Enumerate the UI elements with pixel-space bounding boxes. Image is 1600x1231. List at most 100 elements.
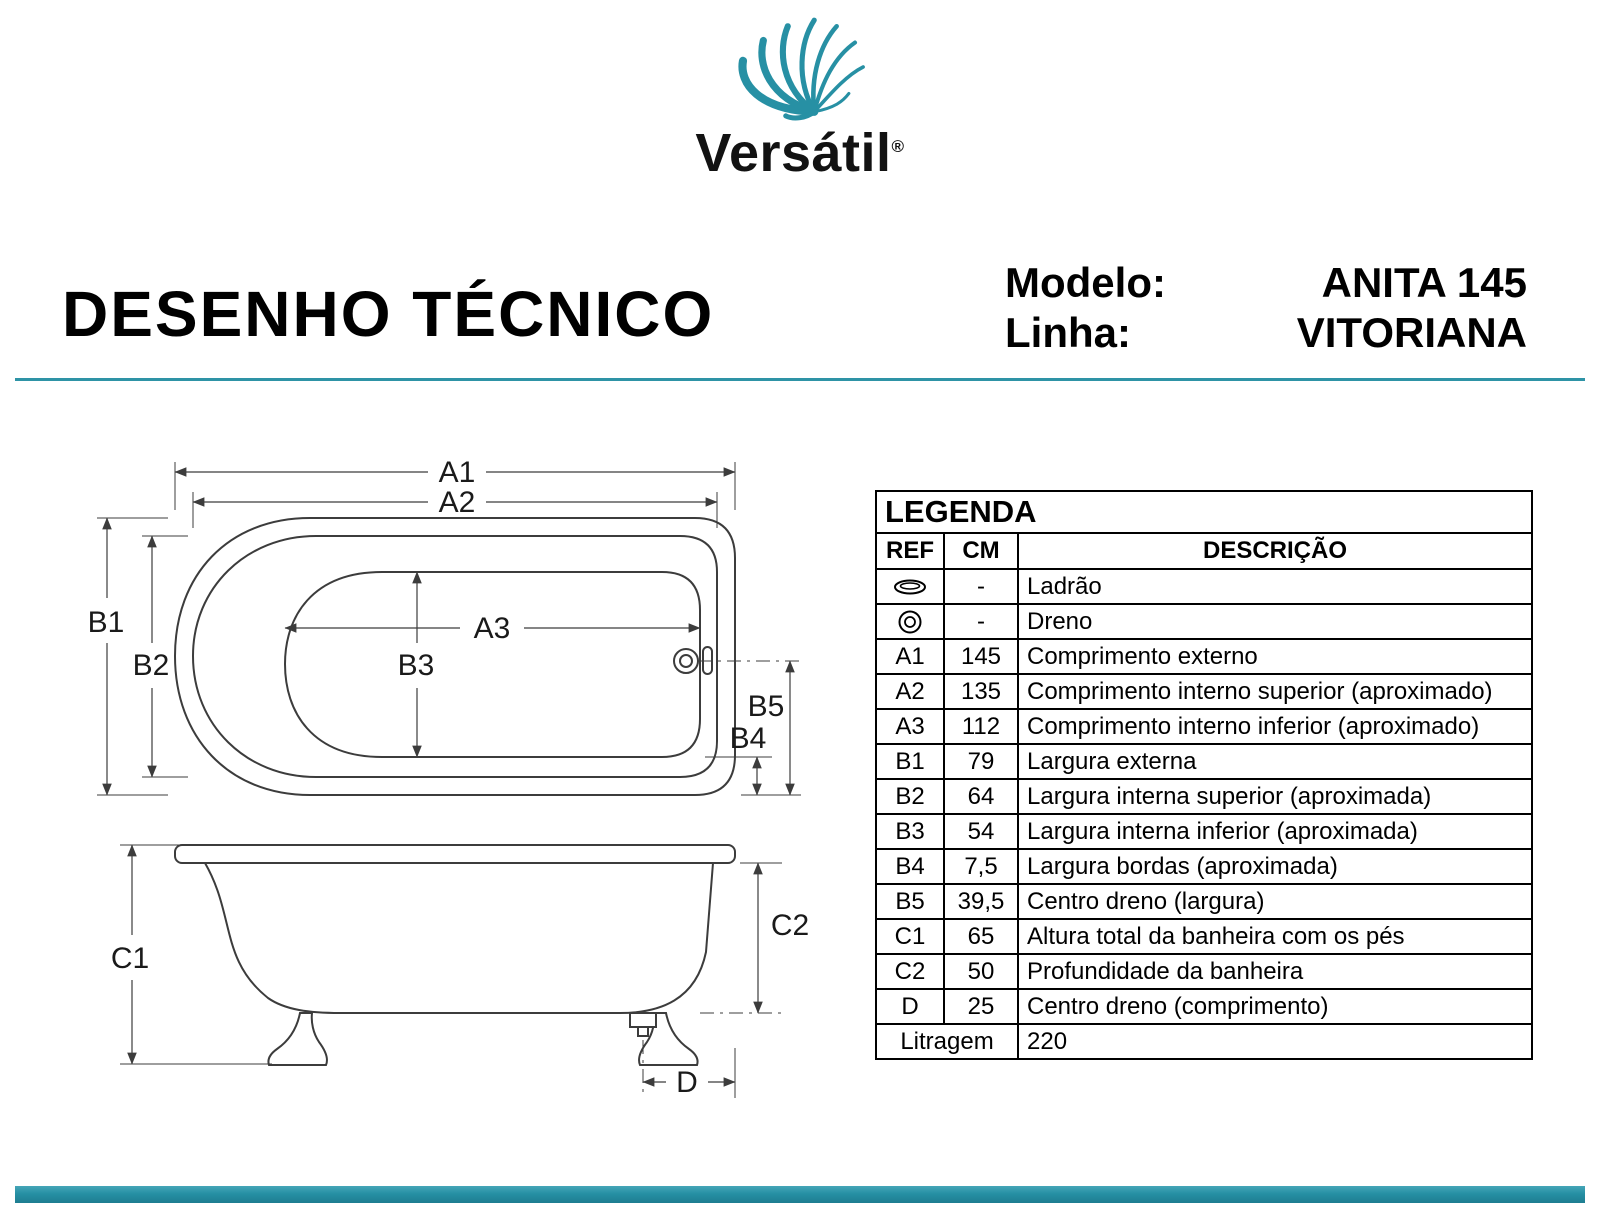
dim-label-a2: A2 bbox=[439, 486, 476, 519]
legend-cm: 54 bbox=[943, 813, 1019, 850]
dim-label-b2: B2 bbox=[133, 649, 170, 682]
legend-desc: Largura interna inferior (aproximada) bbox=[1017, 813, 1533, 850]
dim-b2: B2 bbox=[133, 535, 188, 778]
brand-logo: Versátil® bbox=[600, 12, 1000, 180]
tub-inner-outline bbox=[283, 571, 701, 758]
legend-title-row: LEGENDA bbox=[875, 490, 1533, 534]
legend-cm: - bbox=[943, 603, 1019, 640]
litragem-label: Litragem bbox=[875, 1023, 1019, 1060]
legend-col-desc: DESCRIÇÃO bbox=[1017, 532, 1533, 570]
legend-cm: 145 bbox=[943, 638, 1019, 675]
dim-a3: A3 bbox=[284, 612, 701, 645]
legend-row-ladrao: - Ladrão bbox=[875, 568, 1533, 605]
legend-ref: D bbox=[875, 988, 945, 1025]
legend-table: LEGENDA REF CM DESCRIÇÃO - Ladrão - Dren… bbox=[875, 490, 1533, 1060]
dim-label-b3: B3 bbox=[398, 649, 435, 682]
dim-b4: B4 bbox=[705, 722, 772, 796]
dim-label-b5: B5 bbox=[748, 690, 785, 723]
line-value: VITORIANA bbox=[1296, 309, 1527, 357]
legend-ref: A2 bbox=[875, 673, 945, 710]
legend-desc: Profundidade da banheira bbox=[1017, 953, 1533, 990]
dim-b3: B3 bbox=[398, 571, 435, 758]
model-value: ANITA 145 bbox=[1321, 259, 1527, 306]
dim-label-c1: C1 bbox=[111, 942, 149, 975]
legend-desc: Centro dreno (largura) bbox=[1017, 883, 1533, 920]
dim-label-d: D bbox=[676, 1066, 698, 1099]
dim-label-a3: A3 bbox=[474, 612, 511, 645]
legend-row: A3 112 Comprimento interno inferior (apr… bbox=[875, 708, 1533, 745]
legend-ref: C2 bbox=[875, 953, 945, 990]
legend-ref: A1 bbox=[875, 638, 945, 675]
legend-ref: B4 bbox=[875, 848, 945, 885]
legend-ref: B5 bbox=[875, 883, 945, 920]
tub-rim bbox=[174, 844, 736, 864]
legend-desc: Largura interna superior (aproximada) bbox=[1017, 778, 1533, 815]
legend-desc: Comprimento interno superior (aproximado… bbox=[1017, 673, 1533, 710]
drain-fitting bbox=[629, 1012, 657, 1028]
tub-top-view: A1 A2 A3 B1 bbox=[88, 456, 801, 796]
left-foot bbox=[267, 1012, 329, 1066]
brand-name-text: Versátil bbox=[695, 123, 892, 183]
legend-cm: 135 bbox=[943, 673, 1019, 710]
model-block: Modelo: ANITA 145 Linha: VITORIANA bbox=[1005, 258, 1527, 359]
legend-col-cm: CM bbox=[943, 532, 1019, 570]
dim-a1: A1 bbox=[174, 456, 736, 510]
tub-mid-outline bbox=[191, 535, 718, 778]
drain-pipe bbox=[637, 1026, 649, 1037]
legend-col-ref: REF bbox=[875, 532, 945, 570]
legend-row-dreno: - Dreno bbox=[875, 603, 1533, 640]
legend-cm: - bbox=[943, 568, 1019, 605]
legend-desc: Comprimento interno inferior (aproximado… bbox=[1017, 708, 1533, 745]
legend-row: B5 39,5 Centro dreno (largura) bbox=[875, 883, 1533, 920]
dim-b5: B5 bbox=[698, 660, 801, 796]
legend-row: B1 79 Largura externa bbox=[875, 743, 1533, 780]
dim-c1: C1 bbox=[111, 844, 272, 1065]
dim-label-c2: C2 bbox=[771, 909, 809, 942]
legend-cm: 7,5 bbox=[943, 848, 1019, 885]
dim-label-b4: B4 bbox=[730, 722, 767, 755]
legend-cm: 79 bbox=[943, 743, 1019, 780]
dim-b1: B1 bbox=[88, 517, 168, 796]
drain-icon-inner bbox=[679, 654, 693, 668]
legend-desc: Largura externa bbox=[1017, 743, 1533, 780]
legend-cm: 50 bbox=[943, 953, 1019, 990]
page-title: DESENHO TÉCNICO bbox=[62, 278, 715, 350]
dreno-icon bbox=[883, 606, 937, 637]
brand-name: Versátil® bbox=[695, 126, 904, 180]
legend-desc: Ladrão bbox=[1017, 568, 1533, 605]
legend-row: D 25 Centro dreno (comprimento) bbox=[875, 988, 1533, 1025]
dim-label-a1: A1 bbox=[439, 456, 476, 489]
legend-desc: Comprimento externo bbox=[1017, 638, 1533, 675]
legend-cm: 64 bbox=[943, 778, 1019, 815]
legend-desc: Dreno bbox=[1017, 603, 1533, 640]
legend-row: A1 145 Comprimento externo bbox=[875, 638, 1533, 675]
legend-cm: 25 bbox=[943, 988, 1019, 1025]
legend-ref: B2 bbox=[875, 778, 945, 815]
header-divider bbox=[15, 378, 1585, 381]
legend-row: C2 50 Profundidade da banheira bbox=[875, 953, 1533, 990]
legend-header-row: REF CM DESCRIÇÃO bbox=[875, 532, 1533, 570]
tub-side-profile bbox=[204, 862, 714, 1014]
legend-desc: Altura total da banheira com os pés bbox=[1017, 918, 1533, 955]
dim-a2: A2 bbox=[192, 486, 718, 528]
tub-side-view: C1 C2 D bbox=[111, 844, 809, 1099]
dim-c2: C2 bbox=[700, 862, 809, 1014]
legend-cm: 65 bbox=[943, 918, 1019, 955]
legend-litragem-row: Litragem 220 bbox=[875, 1023, 1533, 1060]
model-row: Modelo: ANITA 145 bbox=[1005, 258, 1527, 308]
legend-ref: C1 bbox=[875, 918, 945, 955]
legend-ref: B3 bbox=[875, 813, 945, 850]
legend-title: LEGENDA bbox=[875, 490, 1533, 534]
model-label: Modelo: bbox=[1005, 259, 1166, 306]
legend-ref: B1 bbox=[875, 743, 945, 780]
drain-icon bbox=[673, 648, 699, 674]
dim-label-b1: B1 bbox=[88, 606, 125, 639]
legend-row: A2 135 Comprimento interno superior (apr… bbox=[875, 673, 1533, 710]
legend-row: B2 64 Largura interna superior (aproxima… bbox=[875, 778, 1533, 815]
legend-desc: Largura bordas (aproximada) bbox=[1017, 848, 1533, 885]
legend-desc: Centro dreno (comprimento) bbox=[1017, 988, 1533, 1025]
litragem-value: 220 bbox=[1017, 1023, 1533, 1060]
legend-row: B3 54 Largura interna inferior (aproxima… bbox=[875, 813, 1533, 850]
